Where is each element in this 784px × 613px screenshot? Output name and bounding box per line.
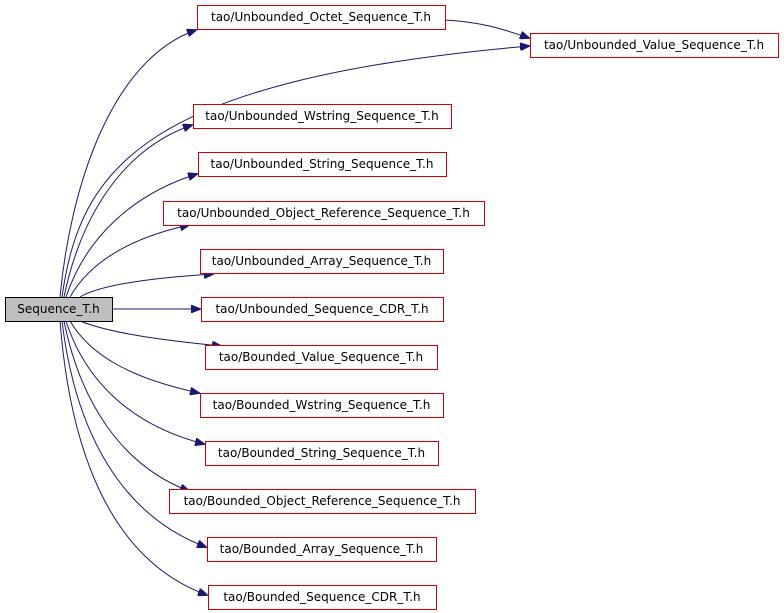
include-node-box[interactable]: [197, 5, 446, 30]
include-node-label: tao/Bounded_Object_Reference_Sequence_T.…: [184, 494, 461, 508]
include-node-array[interactable]: tao/Unbounded_Array_Sequence_T.h: [200, 249, 444, 274]
include-node-b-cdr[interactable]: tao/Bounded_Sequence_CDR_T.h: [208, 585, 437, 610]
edge-root-to-b-value: [79, 320, 221, 346]
include-node-b-wstring[interactable]: tao/Bounded_Wstring_Sequence_T.h: [200, 393, 444, 418]
include-node-box[interactable]: [200, 393, 444, 418]
include-node-label: tao/Unbounded_Octet_Sequence_T.h: [211, 10, 431, 24]
include-node-label: tao/Unbounded_Sequence_CDR_T.h: [215, 302, 428, 316]
include-node-label: tao/Unbounded_Object_Reference_Sequence_…: [177, 206, 470, 220]
include-node-label: tao/Bounded_Array_Sequence_T.h: [220, 542, 424, 556]
edge-root-to-wstring: [63, 125, 192, 298]
include-node-b-value[interactable]: tao/Bounded_Value_Sequence_T.h: [205, 345, 438, 370]
root-node-box[interactable]: [5, 297, 113, 322]
edge-root-to-b-cdr: [59, 320, 207, 595]
include-node-box[interactable]: [205, 345, 438, 370]
include-node-string[interactable]: tao/Unbounded_String_Sequence_T.h: [198, 152, 447, 177]
include-node-label: tao/Unbounded_Array_Sequence_T.h: [212, 254, 431, 268]
include-node-b-array[interactable]: tao/Bounded_Array_Sequence_T.h: [207, 537, 437, 562]
include-node-box[interactable]: [530, 33, 779, 58]
include-node-box[interactable]: [200, 249, 444, 274]
nodes: Sequence_T.h tao/Unbounded_Octet_Sequence…: [5, 5, 779, 610]
include-node-box[interactable]: [201, 297, 444, 322]
include-node-value[interactable]: tao/Unbounded_Value_Sequence_T.h: [530, 33, 779, 58]
include-node-box[interactable]: [208, 585, 437, 610]
include-node-label: tao/Unbounded_String_Sequence_T.h: [211, 157, 434, 171]
edge-root-to-b-string: [65, 320, 204, 444]
include-node-box[interactable]: [198, 152, 447, 177]
include-node-label: tao/Bounded_String_Sequence_T.h: [218, 446, 425, 460]
edge-root-to-string: [65, 174, 197, 298]
include-node-objref[interactable]: tao/Unbounded_Object_Reference_Sequence_…: [163, 201, 485, 226]
include-node-label: tao/Bounded_Sequence_CDR_T.h: [223, 590, 420, 604]
root-node-label: Sequence_T.h: [17, 302, 100, 316]
include-node-box[interactable]: [207, 537, 437, 562]
include-node-label: tao/Unbounded_Value_Sequence_T.h: [544, 38, 764, 52]
include-node-box[interactable]: [193, 104, 452, 129]
include-node-b-objref[interactable]: tao/Bounded_Object_Reference_Sequence_T.…: [169, 489, 476, 514]
edge-root-to-b-objref: [63, 320, 189, 491]
edge-root-to-array: [79, 274, 213, 298]
edge-octet-to-value: [444, 19, 529, 38]
edges: [59, 19, 529, 595]
include-node-box[interactable]: [163, 201, 485, 226]
include-node-cdr[interactable]: tao/Unbounded_Sequence_CDR_T.h: [201, 297, 444, 322]
include-node-octet[interactable]: tao/Unbounded_Octet_Sequence_T.h: [197, 5, 446, 30]
include-node-box[interactable]: [169, 489, 476, 514]
edge-root-to-value: [61, 46, 529, 298]
edge-root-to-b-wstring: [69, 320, 199, 393]
include-node-label: tao/Bounded_Wstring_Sequence_T.h: [213, 398, 431, 412]
include-node-label: tao/Bounded_Value_Sequence_T.h: [219, 350, 423, 364]
edge-root-to-objref: [69, 225, 189, 298]
include-node-wstring[interactable]: tao/Unbounded_Wstring_Sequence_T.h: [193, 104, 452, 129]
include-node-label: tao/Unbounded_Wstring_Sequence_T.h: [205, 109, 438, 123]
root-node[interactable]: Sequence_T.h: [5, 297, 113, 322]
edge-root-to-b-array: [61, 320, 206, 547]
include-node-box[interactable]: [205, 441, 439, 466]
edge-root-to-octet: [59, 30, 196, 298]
include-node-b-string[interactable]: tao/Bounded_String_Sequence_T.h: [205, 441, 439, 466]
